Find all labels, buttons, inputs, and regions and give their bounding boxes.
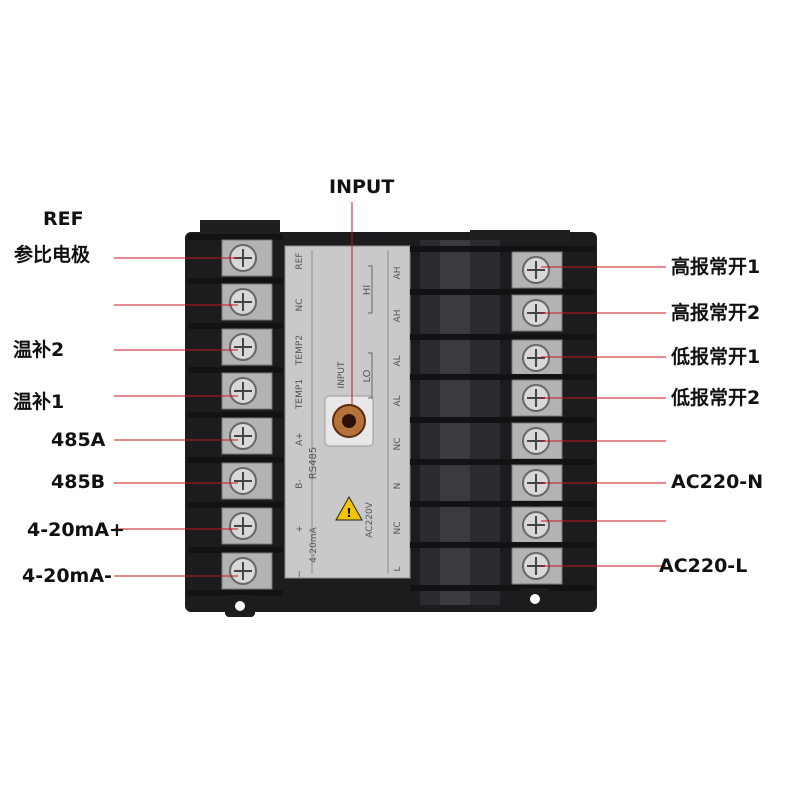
panel-right-label: AH bbox=[393, 267, 403, 280]
housing-tab-right bbox=[470, 230, 570, 242]
terminal-rib bbox=[410, 417, 595, 423]
input-label: INPUT bbox=[329, 176, 395, 198]
panel-ac-label: AC220V bbox=[365, 501, 375, 537]
hi-bracket bbox=[368, 265, 373, 314]
terminal-rib bbox=[410, 334, 595, 340]
terminal-rib bbox=[188, 457, 283, 463]
left-terminal-label: 参比电极 bbox=[14, 244, 91, 266]
terminal-rib bbox=[410, 501, 595, 507]
right-terminal-label: 低报常开2 bbox=[671, 387, 761, 409]
housing-tab-left bbox=[200, 220, 280, 236]
panel-left-label: TEMP1 bbox=[295, 379, 305, 410]
panel-right-label: NC bbox=[393, 437, 403, 450]
left-terminal-label: 485A bbox=[51, 429, 106, 451]
terminal-rib bbox=[410, 289, 595, 295]
terminal-rib bbox=[188, 502, 283, 508]
panel-hi-label: HI bbox=[362, 285, 373, 295]
terminal-rib bbox=[188, 412, 283, 418]
terminal-rib bbox=[410, 246, 595, 252]
panel-left-label: NC bbox=[295, 298, 305, 311]
left-terminal-label: 4-20mA+ bbox=[27, 519, 125, 541]
mount-hole bbox=[530, 594, 540, 604]
right-terminal-label: 高报常开2 bbox=[671, 302, 761, 324]
right-terminal-label: AC220-L bbox=[659, 555, 748, 577]
left-terminal-label: 485B bbox=[51, 471, 106, 493]
panel-left-label: − bbox=[295, 570, 305, 578]
terminal-rib bbox=[410, 585, 595, 591]
right-terminal-label: AC220-N bbox=[671, 471, 764, 493]
terminal-rib bbox=[410, 459, 595, 465]
left-terminal-label: 4-20mA- bbox=[22, 565, 112, 587]
lo-bracket bbox=[368, 352, 373, 399]
right-terminal-label: 高报常开1 bbox=[671, 256, 761, 278]
right-terminal-label: 低报常开1 bbox=[671, 346, 761, 368]
panel-ma-label: 4-20mA bbox=[309, 526, 319, 562]
panel-left-label: B- bbox=[295, 479, 305, 488]
warning-mark: ! bbox=[346, 506, 351, 520]
warning-icon bbox=[335, 495, 363, 521]
terminal-rib bbox=[188, 234, 283, 240]
panel-left-label: + bbox=[295, 525, 305, 533]
panel-right-label: N bbox=[393, 483, 403, 490]
panel-right-label: AH bbox=[393, 310, 403, 323]
terminal-rib bbox=[188, 278, 283, 284]
left-terminal-label: 温补1 bbox=[13, 391, 65, 413]
panel-left-label: A+ bbox=[295, 432, 305, 446]
mount-hole bbox=[235, 601, 245, 611]
left-terminal-label: 温补2 bbox=[13, 339, 65, 361]
terminal-rib bbox=[410, 542, 595, 548]
terminal-rib bbox=[188, 323, 283, 329]
panel-left-label: TEMP2 bbox=[295, 335, 305, 366]
panel-right-label: AL bbox=[393, 395, 403, 406]
panel-right-label: NC bbox=[393, 521, 403, 534]
panel-left-label: REF bbox=[295, 252, 305, 269]
panel-right-label: L bbox=[393, 566, 403, 571]
panel-lo-label: LO bbox=[362, 369, 373, 382]
input-socket-inner bbox=[342, 414, 356, 428]
left-terminal-label: REF bbox=[43, 208, 84, 230]
panel-input-label: INPUT bbox=[337, 361, 347, 388]
panel-rs485-label: RS485 bbox=[308, 447, 319, 479]
terminal-rib bbox=[188, 367, 283, 373]
panel-right-label: AL bbox=[393, 355, 403, 366]
terminal-rib bbox=[188, 590, 283, 596]
terminal-rib bbox=[188, 547, 283, 553]
terminal-rib bbox=[410, 374, 595, 380]
